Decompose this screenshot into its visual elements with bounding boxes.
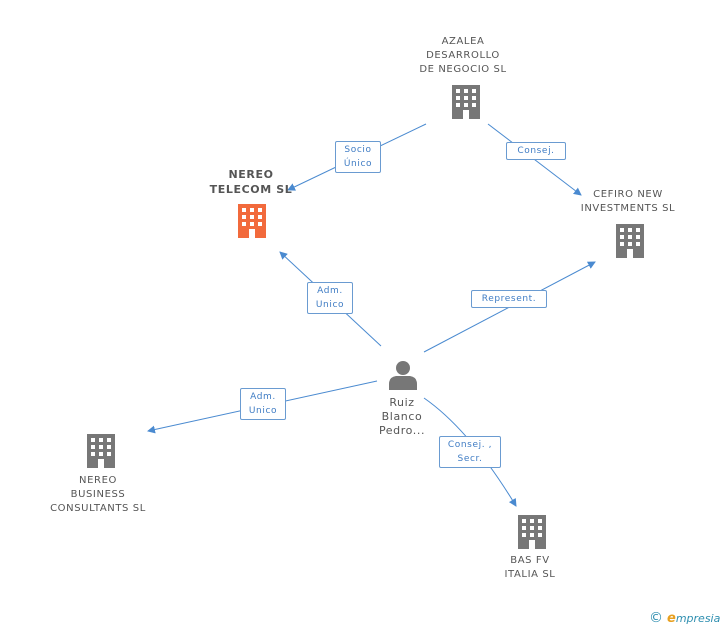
edge-label-line: Consej. — [517, 146, 555, 156]
empresia-logo[interactable]: © e mpresia — [649, 609, 720, 627]
edge-label-line: Adm. — [317, 286, 343, 296]
node-label-ruiz[interactable]: Ruiz Blanco Pedro... — [363, 396, 441, 438]
edge-label-consej[interactable]: Consej. — [506, 142, 566, 160]
edge-label-line: Consej. , — [447, 440, 493, 450]
label-line: NEREO — [228, 168, 274, 181]
building-icon[interactable] — [85, 434, 117, 468]
building-icon[interactable] — [516, 515, 548, 549]
label-line: TELECOM SL — [209, 183, 293, 196]
brand-text: mpresia — [675, 611, 721, 625]
label-line: NEREO — [79, 475, 117, 486]
building-icon[interactable] — [450, 85, 482, 119]
label-line: BAS FV — [510, 555, 550, 566]
label-line: AZALEA — [441, 36, 485, 47]
label-line: CONSULTANTS SL — [50, 503, 146, 514]
label-line: ITALIA SL — [504, 569, 556, 580]
edge-label-represent[interactable]: Represent. — [471, 290, 547, 308]
edge-label-line: Secr. — [457, 454, 483, 464]
edge-label-line: Adm. — [250, 392, 276, 402]
edge-label-line: Represent. — [481, 294, 537, 304]
node-label-nereo-telecom[interactable]: NEREO TELECOM SL — [196, 167, 306, 197]
label-line: Pedro... — [378, 424, 426, 437]
node-label-nereo-business[interactable]: NEREO BUSINESS CONSULTANTS SL — [40, 474, 156, 516]
copyright-symbol: © — [649, 610, 663, 626]
label-line: Blanco — [381, 410, 423, 423]
node-label-bas-fv[interactable]: BAS FV ITALIA SL — [480, 554, 580, 582]
edge-label-consej-secr[interactable]: Consej. , Secr. — [439, 436, 501, 468]
building-icon[interactable] — [614, 224, 646, 258]
edge-label-line: Socio — [344, 145, 372, 155]
label-line: INVESTMENTS SL — [580, 203, 676, 214]
brand-e: e — [667, 610, 676, 626]
node-label-cefiro[interactable]: CEFIRO NEW INVESTMENTS SL — [570, 188, 686, 216]
edge-label-line: Unico — [315, 300, 345, 310]
edge-label-adm-unico-2[interactable]: Adm. Unico — [240, 388, 286, 420]
edge-label-socio-unico[interactable]: Socio Único — [335, 141, 381, 173]
label-line: Ruiz — [389, 396, 415, 409]
edge-label-line: Único — [343, 159, 373, 169]
label-line: DE NEGOCIO SL — [419, 64, 507, 75]
person-icon[interactable] — [388, 360, 418, 390]
edge-label-line: Unico — [248, 406, 278, 416]
label-line: BUSINESS — [70, 489, 126, 500]
label-line: CEFIRO NEW — [593, 189, 663, 200]
node-label-azalea[interactable]: AZALEA DESARROLLO DE NEGOCIO SL — [405, 35, 521, 77]
edge-label-adm-unico-1[interactable]: Adm. Unico — [307, 282, 353, 314]
label-line: DESARROLLO — [426, 50, 500, 61]
building-icon[interactable] — [236, 204, 268, 238]
